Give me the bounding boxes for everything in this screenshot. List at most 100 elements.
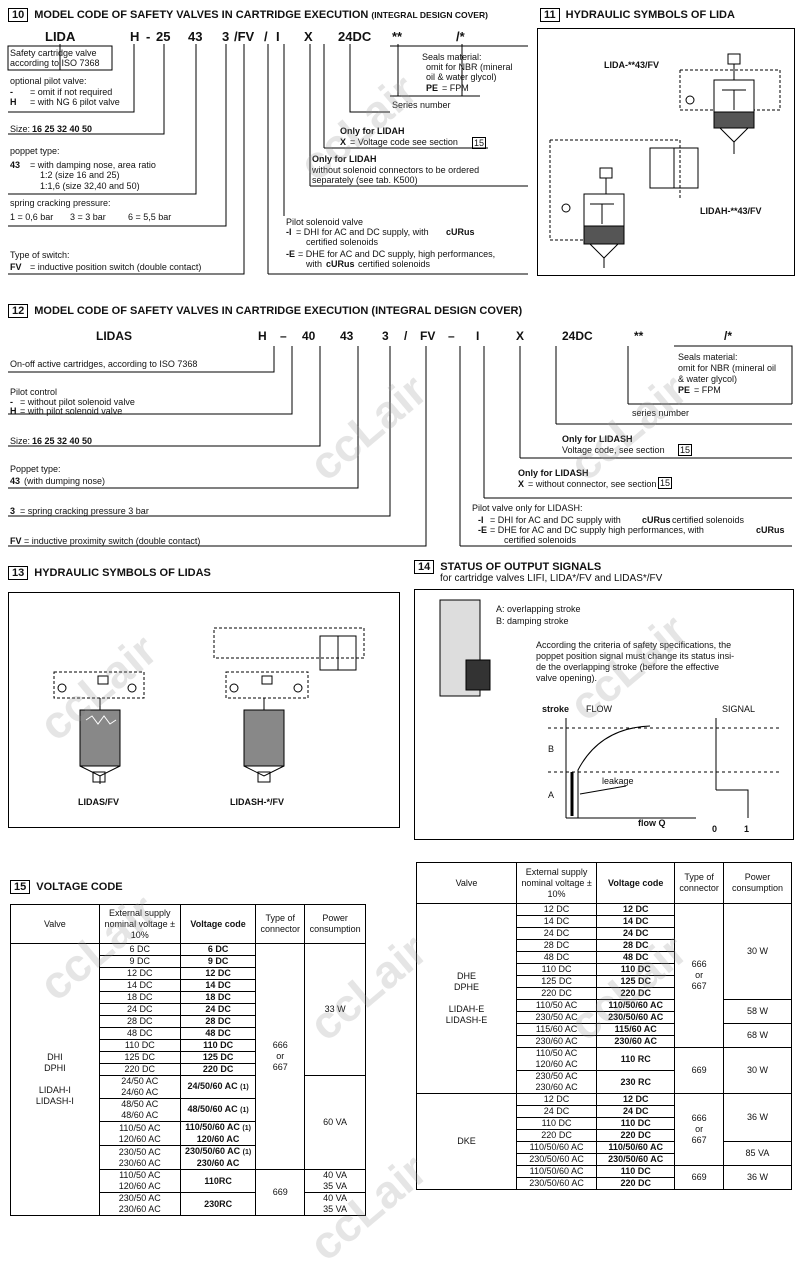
header-cell: Voltage code xyxy=(179,904,257,944)
power-cell: 68 W xyxy=(722,1023,793,1048)
table-cell: 6 DC xyxy=(98,943,181,956)
text: poppet position signal must change its s… xyxy=(536,651,735,661)
table-cell: 48 DC xyxy=(596,951,676,964)
table-cell: 28 DC xyxy=(98,1015,181,1028)
table-cell: 220 DC xyxy=(516,1129,598,1142)
text: poppet type: xyxy=(10,146,60,156)
table-cell: 110RC xyxy=(179,1169,257,1193)
table-cell: 220 DC xyxy=(596,987,676,1000)
text: leakage xyxy=(602,776,634,786)
text: FV xyxy=(10,536,22,546)
code-part: - xyxy=(146,29,151,44)
text: H xyxy=(10,97,17,107)
text: -I xyxy=(286,227,292,237)
text: 43 xyxy=(10,160,21,170)
text: & water glycol) xyxy=(678,374,738,384)
text: Pilot solenoid valve xyxy=(286,217,364,227)
text: = FPM xyxy=(442,83,469,93)
table-cell: 12 DC xyxy=(596,1093,676,1106)
section-ref[interactable]: 15 xyxy=(658,477,673,489)
text: X xyxy=(518,479,525,489)
text: (with dumping nose) xyxy=(24,476,106,486)
power-cell: 85 VA xyxy=(722,1141,793,1166)
header-cell: External supply nominal voltage ± 10% xyxy=(516,862,598,904)
table-cell: 220 DC xyxy=(516,987,598,1000)
text: 3 = 3 bar xyxy=(70,212,106,222)
table-cell: 14 DC xyxy=(179,979,257,992)
text: -I xyxy=(478,515,484,525)
table-cell: 110 DC xyxy=(98,1039,181,1052)
section-ref[interactable]: 15 xyxy=(678,444,693,456)
code-part: 43 xyxy=(340,329,354,343)
power-cell: 36 W xyxy=(722,1165,793,1190)
power-cell: 36 W xyxy=(722,1093,793,1142)
text: cURus xyxy=(642,515,671,525)
table-cell: 115/60 AC xyxy=(516,1023,598,1036)
table-cell: 12 DC xyxy=(516,1093,598,1106)
text: spring cracking pressure: xyxy=(10,198,111,208)
text: Safety cartridge valve xyxy=(10,48,97,58)
text: de the overlapping stroke (before the ef… xyxy=(536,662,719,672)
section-ref[interactable]: 15 xyxy=(472,137,487,149)
text: = with damping nose, area ratio xyxy=(30,160,156,170)
table-cell: 110/50/60 AC xyxy=(596,999,676,1012)
table-cell: 24 DC xyxy=(596,927,676,940)
text: 16 25 32 40 50 xyxy=(32,436,93,446)
valve-cell: DKE xyxy=(415,1093,518,1190)
title-text: MODEL CODE OF SAFETY VALVES IN CARTRIDGE… xyxy=(34,305,523,317)
lidas-hydraulic-symbol xyxy=(53,627,365,784)
code-part: H xyxy=(258,329,267,343)
text: separately (see tab. K500) xyxy=(312,175,418,185)
text: 6 = 5,5 bar xyxy=(128,212,172,222)
code-part: I xyxy=(276,29,280,44)
code-part: H xyxy=(130,29,140,44)
header-cell: Type of connector xyxy=(255,904,306,944)
text: Size: xyxy=(10,436,31,446)
table-cell: 110/50/60 AC (1)120/60 AC xyxy=(179,1121,257,1146)
table-cell: 230/60 AC xyxy=(516,1035,598,1048)
code-part: – xyxy=(280,329,287,343)
text: Series number xyxy=(392,100,451,110)
voltage-table-left: Valve External supply nominal voltage ± … xyxy=(10,904,366,1216)
text: optional pilot valve: xyxy=(10,76,87,86)
output-signals-box xyxy=(414,589,794,840)
lida-hydraulic-symbol xyxy=(549,53,781,268)
text: 1:1,6 (size 32,40 and 50) xyxy=(40,181,140,191)
text: PE xyxy=(426,83,439,93)
code-part: /* xyxy=(724,329,733,343)
power-cell: 60 VA xyxy=(304,1075,366,1170)
section-number: 14 xyxy=(414,560,435,574)
table-cell: 24 DC xyxy=(179,1003,257,1016)
code-part: 24DC xyxy=(562,329,593,343)
table-cell: 230/50/60 AC xyxy=(516,1153,598,1166)
table-cell: 48/50/60 AC (1) xyxy=(179,1098,257,1122)
table-cell: 9 DC xyxy=(98,955,181,968)
text: - xyxy=(10,87,13,97)
table-cell: 48 DC xyxy=(98,1027,181,1040)
table-cell: 28 DC xyxy=(596,939,676,952)
text: Only for LIDAH xyxy=(312,154,377,164)
code-part: ** xyxy=(634,329,644,343)
text: omit for NBR (mineral oil xyxy=(678,363,777,373)
table-cell: 230/50/60 AC xyxy=(516,1177,598,1190)
table-cell: 110 DC xyxy=(596,1165,676,1178)
header-cell: External supply nominal voltage ± 10% xyxy=(98,904,181,944)
text: X xyxy=(340,137,347,147)
header-cell: Power consumption xyxy=(304,904,366,944)
table-cell: 125 DC xyxy=(98,1051,181,1064)
text: -E xyxy=(286,249,295,259)
table-cell: 110 DC xyxy=(179,1039,257,1052)
text: Only for LIDASH xyxy=(562,434,633,444)
text: = inductive proximity switch (double con… xyxy=(24,536,201,546)
section-10-leader-lines xyxy=(7,44,528,275)
table-cell: 14 DC xyxy=(596,915,676,928)
tick-label: A xyxy=(548,790,555,800)
